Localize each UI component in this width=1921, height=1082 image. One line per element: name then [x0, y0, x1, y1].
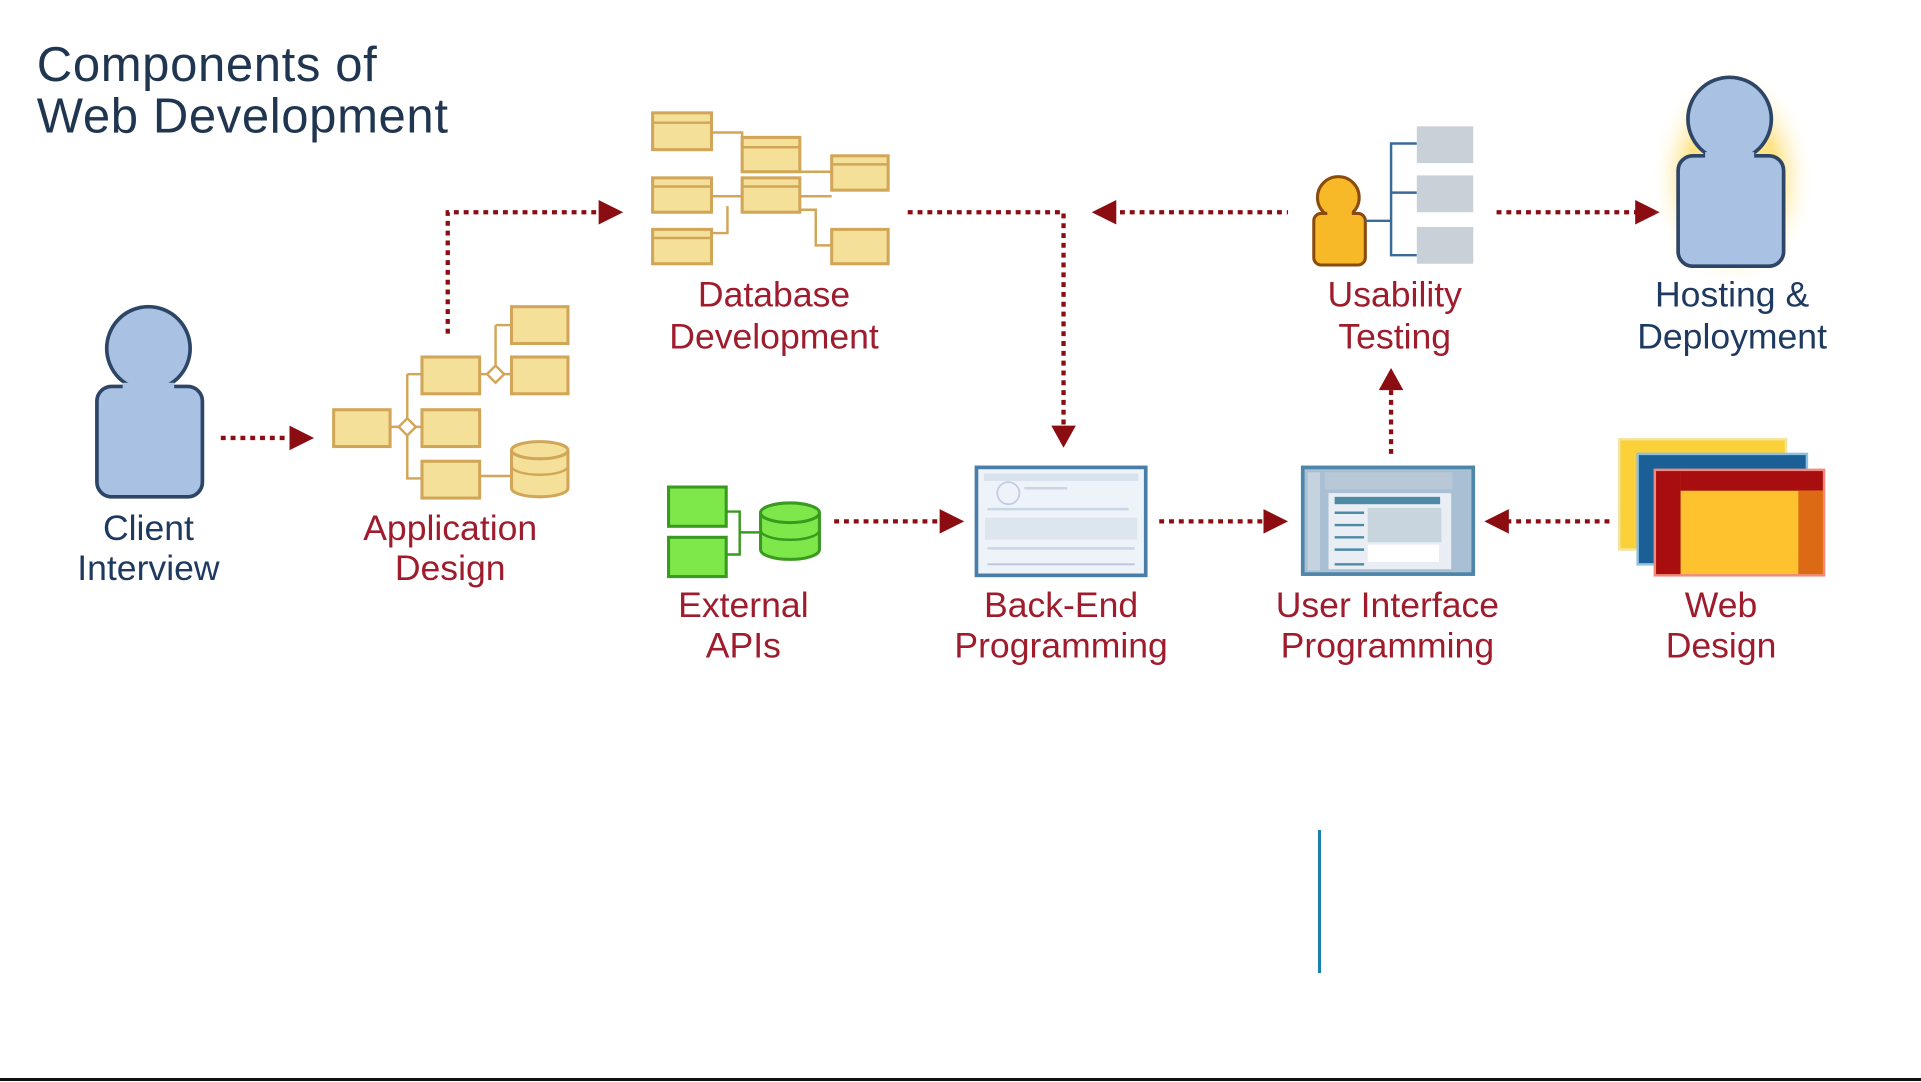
node-label: Hosting & — [1655, 275, 1809, 315]
node-label: External — [678, 585, 808, 625]
node-external-apis: External APIs — [667, 485, 821, 666]
ui-window-icon — [1300, 465, 1476, 576]
database-cylinder-icon — [509, 440, 570, 499]
node-backend-programming: Back-End Programming — [954, 465, 1168, 666]
node-label: Programming — [954, 626, 1167, 666]
code-window-icon — [974, 465, 1148, 578]
node-label: Design — [1666, 626, 1777, 666]
node-label: Testing — [1338, 316, 1451, 356]
node-label: User Interface — [1276, 585, 1499, 625]
bottom-border-line — [0, 1078, 1921, 1081]
arrow-client-to-application — [220, 425, 315, 451]
user-testing-icon — [1312, 126, 1474, 267]
arrow-application-to-database — [445, 199, 624, 334]
node-label: Application — [363, 508, 537, 548]
flowchart-icon — [332, 305, 570, 500]
arrow-webdesign-to-ui — [1484, 509, 1614, 534]
node-usability-testing: Usability Testing — [1312, 126, 1474, 356]
arrow-ui-to-usability — [1378, 368, 1404, 454]
arrow-usability-to-backend — [1091, 199, 1289, 225]
node-client-interview: Client Interview — [77, 304, 220, 588]
diagram-title-line2: Web Development — [37, 89, 449, 143]
node-database-development: Database Development — [651, 111, 890, 356]
api-database-icon — [667, 485, 821, 579]
node-label: Deployment — [1637, 316, 1827, 356]
arrow-apis-to-backend — [834, 509, 965, 534]
node-hosting-deployment: Hosting & Deployment — [1637, 67, 1827, 356]
highlighted-person-icon — [1649, 67, 1816, 289]
arrow-database-to-backend — [907, 210, 1076, 448]
database-schema-icon — [651, 111, 890, 266]
layered-pages-icon — [1618, 437, 1826, 577]
node-label: Web — [1685, 585, 1757, 625]
node-application-design: Application Design — [332, 305, 570, 588]
arrow-usability-to-hosting — [1496, 199, 1660, 225]
node-label: Usability — [1328, 275, 1463, 315]
node-label: Database — [698, 275, 850, 315]
node-label: Development — [669, 316, 879, 356]
node-label: Interview — [77, 548, 220, 588]
node-label: Client — [103, 508, 194, 548]
node-label: Back-End — [984, 585, 1138, 625]
diagram-title-line1: Components of — [37, 38, 378, 92]
person-icon — [95, 304, 205, 499]
node-label: Programming — [1281, 626, 1494, 666]
text-cursor-caret — [1318, 830, 1321, 973]
node-label: APIs — [706, 626, 781, 666]
arrow-backend-to-ui — [1159, 509, 1289, 534]
node-label: Design — [395, 548, 506, 588]
node-ui-programming: User Interface Programming — [1276, 465, 1499, 666]
node-web-design: Web Design — [1618, 437, 1826, 666]
